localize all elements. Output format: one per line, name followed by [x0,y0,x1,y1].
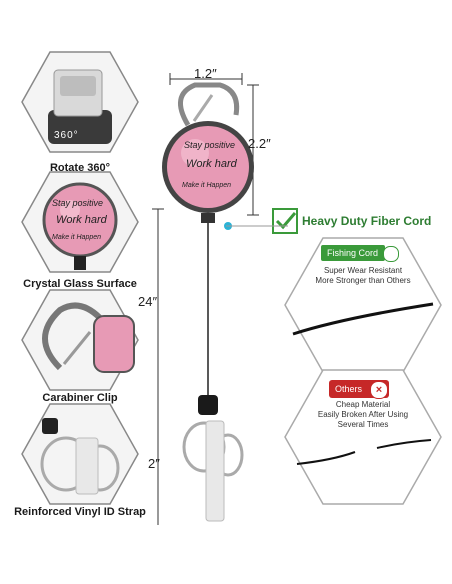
dimension-height: 2.2″ [248,136,271,151]
crystal-badge-text-1: Stay positive [52,198,104,208]
x-circle-icon: × [370,381,388,399]
others-note-1: Cheap Material [335,400,391,409]
badge-reel-product [152,73,259,525]
pointer-lines [226,225,288,227]
fishing-cord-hexagon [284,237,442,373]
fishing-cord-label: Fishing Cord [321,245,385,261]
carabiner-feature-hexagon [21,289,139,391]
others-cord-hexagon [284,369,442,505]
dimension-strap: 2″ [148,456,160,471]
feature-label-rotate: Rotate 360° [49,162,111,174]
others-note-3: Several Times [337,420,389,429]
crystal-badge-text-2: Work hard [56,214,107,226]
badge-text-1: Stay positive [184,140,236,150]
strap-feature-hexagon [21,403,139,505]
rotate-feature-hexagon [21,51,139,153]
dimension-width: 1.2″ [194,66,217,81]
fishing-cord-note-1: Super Wear Resistant [323,266,403,275]
badge-text-2: Work hard [186,158,237,170]
others-note-2: Easily Broken After Using [317,410,409,419]
checkmark-icon [272,208,298,234]
crystal-feature-hexagon [21,171,139,273]
feature-label-strap: Reinforced Vinyl ID Strap [14,506,146,518]
badge-text-3: Make it Happen [182,182,232,189]
feature-label-carabiner: Carabiner Clip [42,392,118,404]
crystal-badge-text-3: Make it Happen [52,234,102,241]
rotate-badge: 360° [54,130,79,141]
dimension-cord: 24″ [138,294,158,309]
check-circle-icon [383,246,399,262]
fishing-cord-note-2: More Stronger than Others [315,276,411,285]
feature-label-crystal: Crystal Glass Surface [23,278,137,290]
cord-heading: Heavy Duty Fiber Cord [302,214,432,228]
